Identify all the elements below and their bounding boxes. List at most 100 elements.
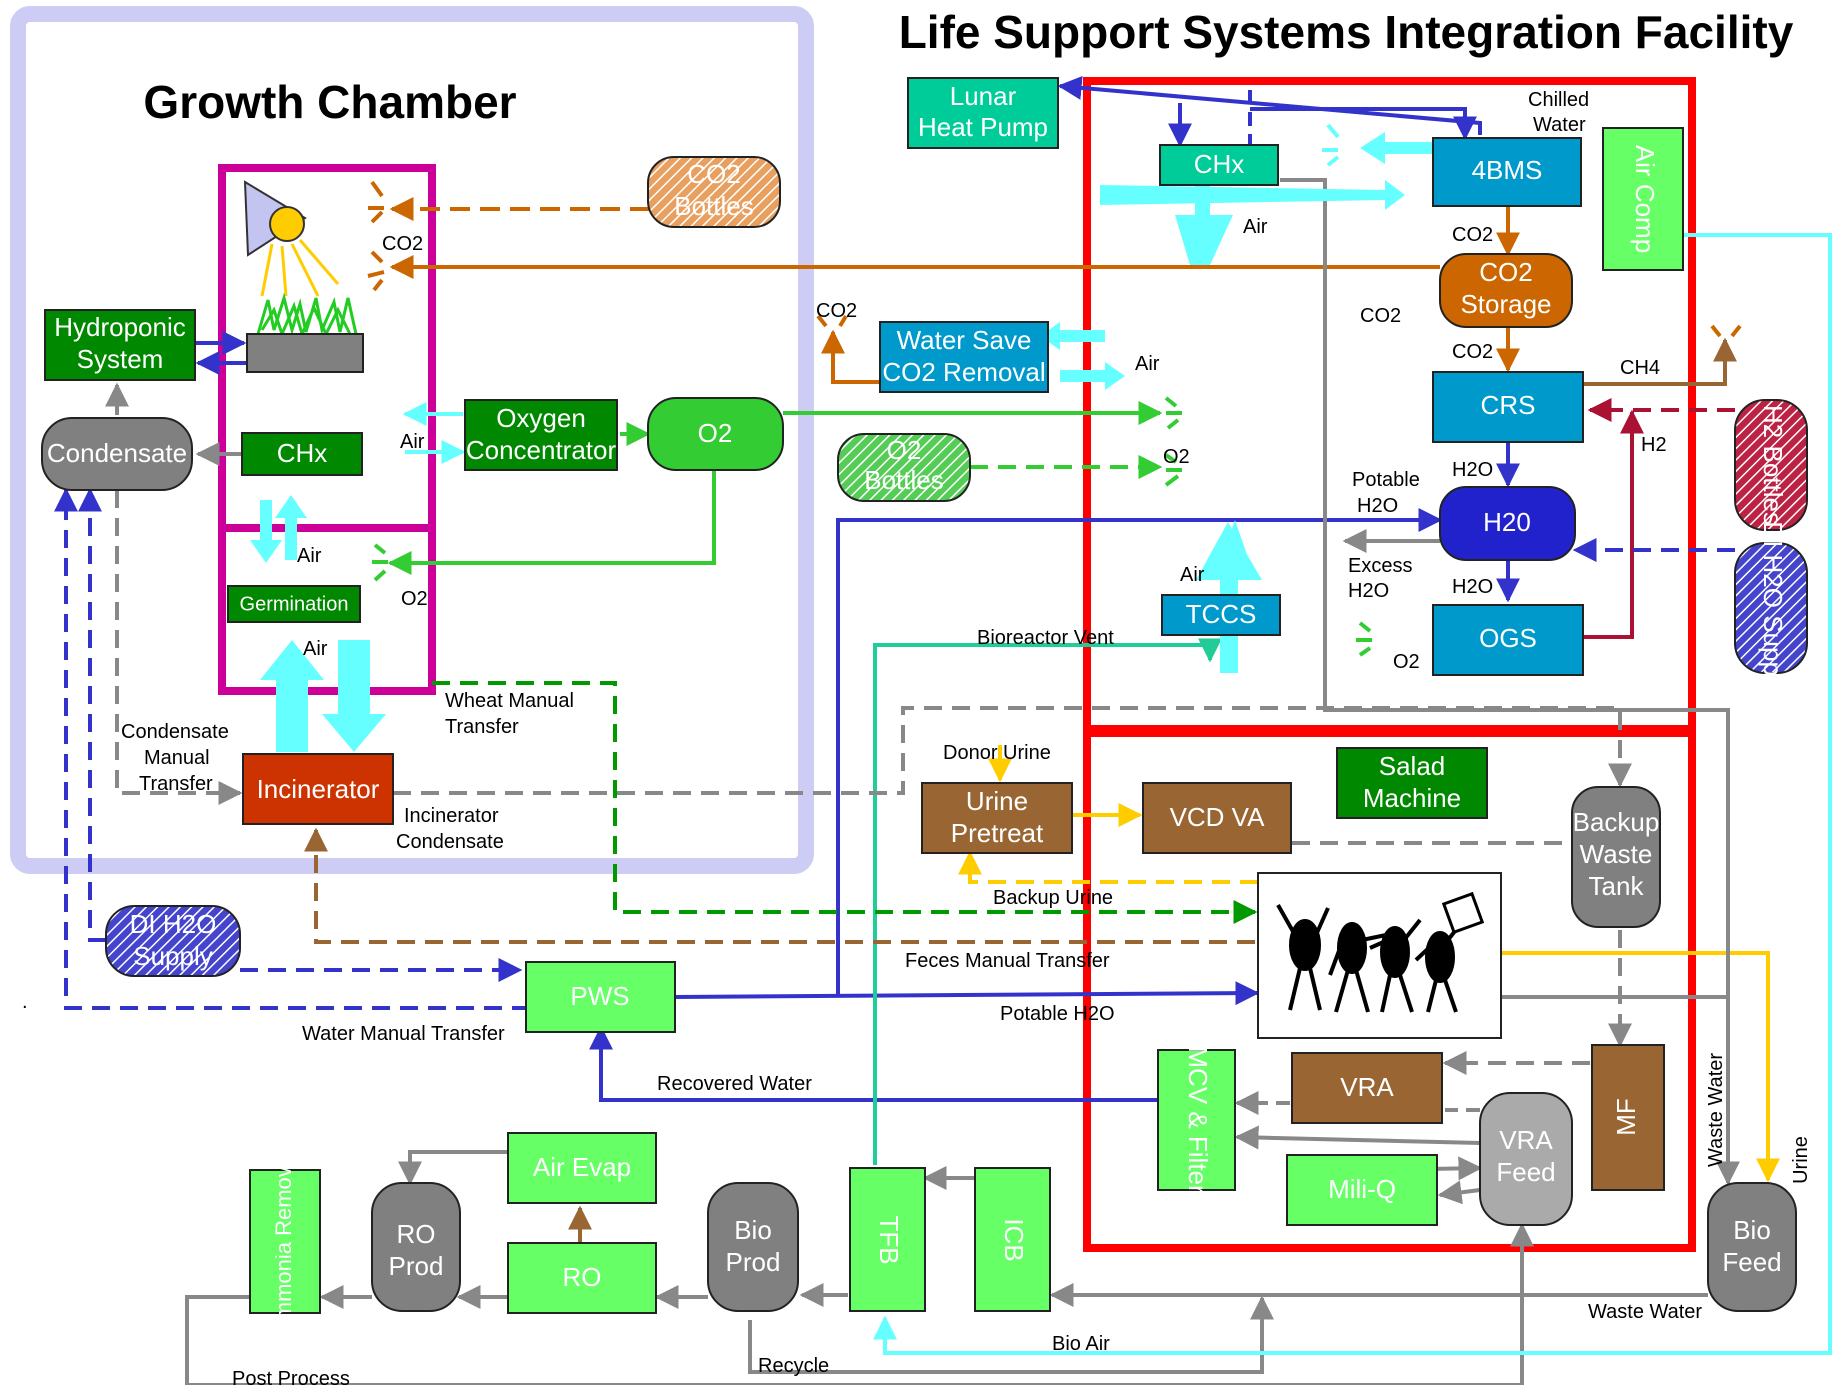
incinerator-condensate-label-2: Condensate xyxy=(396,831,504,853)
urine-vertical-label: Urine xyxy=(1790,1136,1812,1184)
di-h2o-supply-right-label: DI H2O Supply xyxy=(1758,521,1788,694)
di-h2o-supply-left-box[interactable]: DI H2O Supply xyxy=(105,905,241,977)
icb-box[interactable]: ICB xyxy=(974,1167,1051,1312)
ro-prod-box[interactable]: RO Prod xyxy=(371,1182,461,1312)
mf-box[interactable]: MF xyxy=(1591,1044,1665,1191)
donor-urine-label: Donor Urine xyxy=(943,742,1051,764)
crew-box[interactable] xyxy=(1257,872,1502,1039)
hydroponic-box[interactable]: Hydroponic System xyxy=(44,309,196,381)
post-process-line xyxy=(185,1222,1534,1385)
stray-dot: . xyxy=(22,991,28,1013)
oxygen-conc-label-1: Oxygen xyxy=(496,403,586,433)
oxygen-concentrator-box[interactable]: Oxygen Concentrator xyxy=(464,399,618,471)
water-save-label-2: CO2 Removal xyxy=(882,357,1045,387)
o2-to-germ xyxy=(387,470,716,575)
mili-q-label: Mili-Q xyxy=(1328,1174,1396,1204)
tccs-label: TCCS xyxy=(1186,599,1257,629)
pws-box[interactable]: PWS xyxy=(525,961,676,1033)
4bms-box[interactable]: 4BMS xyxy=(1432,137,1582,207)
ammonia-removal-box[interactable]: Ammonia Removal xyxy=(249,1149,321,1335)
water-save-label-1: Water Save xyxy=(897,325,1032,355)
condensate-manual-line xyxy=(115,490,243,805)
ogs-h2-line xyxy=(1583,409,1644,639)
chx-gc-box[interactable]: CHx xyxy=(241,432,363,476)
plants-icon xyxy=(256,292,358,339)
chilled-water-label-1: Chilled xyxy=(1528,89,1589,111)
o2-germ-label: O2 xyxy=(401,588,428,610)
vra-feed-label-2: Feed xyxy=(1496,1157,1555,1187)
air-incinerator-label: Air xyxy=(303,638,328,660)
mf-label: MF xyxy=(1611,1098,1641,1136)
mili-q-box[interactable]: Mili-Q xyxy=(1286,1154,1438,1226)
ogs-box[interactable]: OGS xyxy=(1432,604,1584,676)
air-evap-label: Air Evap xyxy=(533,1152,631,1182)
bio-feed-label-1: Bio xyxy=(1733,1215,1771,1245)
chilled-water-line-4 xyxy=(1250,107,1477,141)
air-arrows xyxy=(250,132,1440,752)
pws-label: PWS xyxy=(570,981,629,1011)
vcd-va-box[interactable]: VCD VA xyxy=(1142,782,1292,854)
flow-lines xyxy=(54,75,1832,1385)
incinerator-box[interactable]: Incinerator xyxy=(242,753,394,825)
excess-h2o-label-2: H2O xyxy=(1348,580,1389,602)
di-h2o-supply-right-box[interactable]: DI H2O Supply xyxy=(1734,521,1808,695)
condensate-manual-label-2: Manual xyxy=(144,747,210,769)
recovered-water-label: Recovered Water xyxy=(657,1073,812,1095)
urine-pretreat-box[interactable]: Urine Pretreat xyxy=(921,782,1073,854)
flow-labels: Chilled Water Air CO2 CO2 CO2 CH4 H2 H2O… xyxy=(22,89,1812,1385)
vra-label: VRA xyxy=(1340,1072,1394,1102)
vra-feed-box[interactable]: VRA Feed xyxy=(1479,1092,1573,1226)
incinerator-condensate-line xyxy=(393,706,1632,795)
salad-machine-box[interactable]: Salad Machine xyxy=(1336,747,1488,819)
sign-icon xyxy=(1441,891,1485,935)
pws-to-crew xyxy=(674,981,1260,1006)
chx-top-label: CHx xyxy=(1194,149,1245,179)
chx-gc-label: CHx xyxy=(277,438,328,468)
di-h2o-left-label-1: DI H2O xyxy=(130,909,217,939)
chx-gray-line xyxy=(1280,178,1740,1186)
backup-urine-label: Backup Urine xyxy=(993,887,1113,909)
potable-h2o-top-label-2: H2O xyxy=(1357,495,1398,517)
air-evap-box[interactable]: Air Evap xyxy=(507,1132,657,1204)
h2o-tank-box[interactable]: H20 xyxy=(1439,486,1576,561)
air-comp-box[interactable]: Air Comp xyxy=(1602,127,1684,271)
germination-box[interactable]: Germination xyxy=(227,585,361,623)
di-left-to-condensate xyxy=(78,487,106,942)
h2o-ogs-label: H2O xyxy=(1452,576,1493,598)
o2-tank-box[interactable]: O2 xyxy=(647,397,784,471)
co2-bottles-box[interactable]: CO2 Bottles xyxy=(647,156,781,228)
crs-box[interactable]: CRS xyxy=(1432,371,1584,443)
hydroponic-label-2: System xyxy=(77,344,164,374)
co2-storage-box[interactable]: CO2 Storage xyxy=(1439,253,1573,328)
chx-top-box[interactable]: CHx xyxy=(1159,144,1279,186)
waste-water-vertical-label: Waste Water xyxy=(1705,1053,1727,1167)
tfb-label: TFB xyxy=(874,1215,904,1264)
backup-waste-tank-box[interactable]: Backup Waste Tank xyxy=(1571,786,1661,928)
vra-box[interactable]: VRA xyxy=(1291,1052,1443,1124)
bioreactor-vent-label: Bioreactor Vent xyxy=(977,627,1114,649)
crew-urine-line xyxy=(1500,951,1780,1183)
condensate-box[interactable]: Condensate xyxy=(41,417,193,491)
plant-tray xyxy=(246,333,364,373)
mcv-filter-box[interactable]: MCV & Filter xyxy=(1157,1046,1236,1194)
h2-bottles-box[interactable]: H2 Bottles xyxy=(1734,399,1808,531)
lunar-heat-pump-box[interactable]: Lunar Heat Pump xyxy=(907,77,1059,149)
recovered-water-line xyxy=(589,1025,1160,1102)
tccs-box[interactable]: TCCS xyxy=(1161,594,1281,636)
tfb-box[interactable]: TFB xyxy=(849,1167,926,1312)
o2-bottles-box[interactable]: O2 Bottles xyxy=(837,433,971,502)
bio-prod-label-2: Prod xyxy=(726,1247,781,1277)
ogs-label: OGS xyxy=(1479,623,1537,653)
air-water-save-label: Air xyxy=(1135,353,1160,375)
bio-prod-box[interactable]: Bio Prod xyxy=(707,1182,799,1312)
4bms-label: 4BMS xyxy=(1472,155,1543,185)
bio-feed-box[interactable]: Bio Feed xyxy=(1707,1182,1797,1312)
condensate-manual-label-1: Condensate xyxy=(121,721,229,743)
feed-to-mili xyxy=(1437,1180,1481,1205)
water-save-box[interactable]: Water Save CO2 Removal xyxy=(879,321,1049,393)
bio-feed-label-2: Feed xyxy=(1722,1247,1781,1277)
ro-label: RO xyxy=(563,1262,602,1292)
ro-box[interactable]: RO xyxy=(507,1242,657,1314)
ammonia-removal-label: Ammonia Removal xyxy=(271,1149,296,1335)
